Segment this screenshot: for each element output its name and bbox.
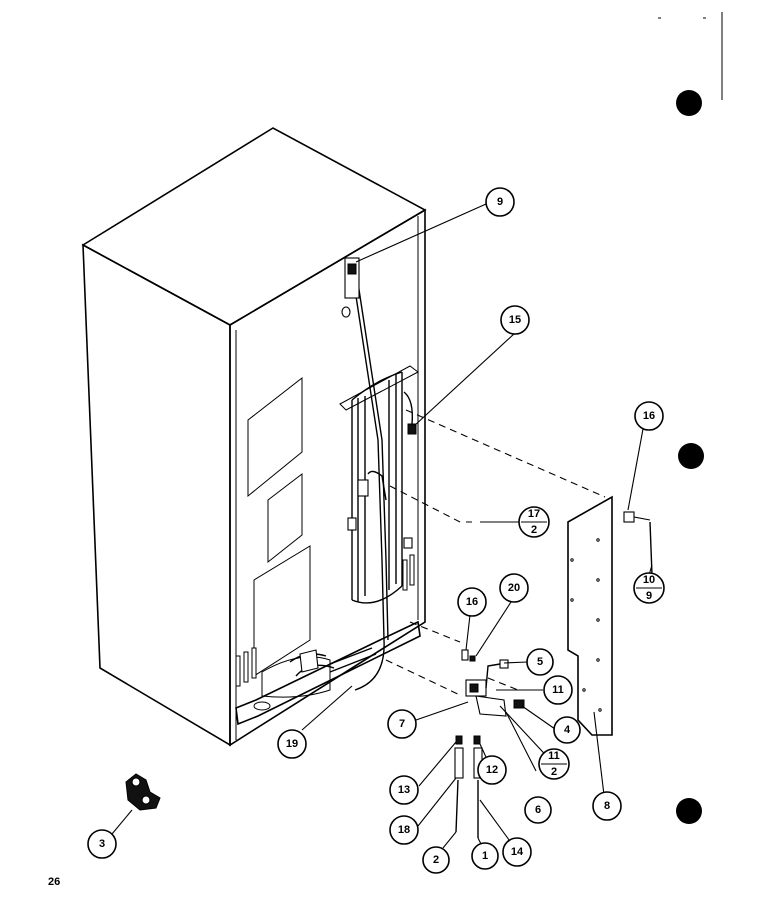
- page-number: 26: [48, 876, 61, 888]
- callout-label: 12: [486, 764, 498, 776]
- callout-14: 14: [502, 837, 532, 867]
- callout-15: 15: [500, 305, 530, 335]
- back-label-panel: [253, 545, 311, 677]
- leader-lines: [111, 203, 653, 853]
- compressor-assembly: [261, 647, 377, 698]
- callout-label: 4: [564, 724, 571, 736]
- callout-20: 20: [499, 573, 529, 603]
- binder-hole-top: [676, 90, 702, 116]
- fraction-top: 11: [548, 750, 560, 762]
- fraction-bottom: 2: [551, 766, 557, 778]
- callout-9: 9: [485, 187, 515, 217]
- callout-label: 11: [552, 684, 564, 696]
- back-label-panel: [247, 376, 303, 498]
- part-16-bracket-lower: [461, 649, 469, 661]
- callout-11-over-2: 11 2: [538, 748, 570, 780]
- callout-16-upper: 16: [634, 401, 664, 431]
- part-16-clip: [623, 511, 635, 523]
- part-4-valve: [513, 699, 525, 709]
- callout-11: 11: [543, 675, 573, 705]
- fraction-bottom: 2: [531, 524, 537, 536]
- callout-label: 8: [604, 800, 610, 812]
- callout-6: 6: [524, 796, 552, 824]
- callout-label: 15: [509, 314, 521, 326]
- assembly-dash-lines: [385, 409, 606, 697]
- callout-1: 1: [471, 842, 499, 870]
- callout-7: 7: [387, 709, 417, 739]
- water-valve-assembly: [461, 649, 525, 717]
- fraction-bottom: 9: [646, 590, 652, 602]
- callout-label: 16: [643, 410, 655, 422]
- drain-pan: [235, 620, 421, 726]
- callout-18: 18: [389, 815, 419, 845]
- fraction-top: 17: [528, 508, 540, 520]
- callout-3: 3: [87, 829, 117, 859]
- callout-12: 12: [477, 755, 507, 785]
- fraction-top: 10: [643, 574, 655, 586]
- callout-label: 20: [508, 582, 520, 594]
- part-20-screw: [469, 655, 476, 662]
- inlet-parts: [454, 735, 483, 838]
- rear-access-cover: [567, 495, 613, 736]
- cabinet-top-face: [81, 127, 427, 326]
- callout-label: 13: [398, 784, 410, 796]
- callout-label: 1: [482, 850, 488, 862]
- callout-5: 5: [526, 648, 554, 676]
- callout-label: 14: [511, 846, 524, 858]
- part-5-fitting: [499, 659, 509, 669]
- cabinet-side-face: [82, 243, 231, 747]
- callout-19: 19: [277, 729, 307, 759]
- callout-4: 4: [553, 716, 581, 744]
- binder-hole-bottom: [676, 798, 702, 824]
- callout-13: 13: [389, 775, 419, 805]
- cabinet-back-face: [229, 208, 426, 747]
- callout-17-over-2: 17 2: [518, 506, 550, 538]
- callout-label: 19: [286, 738, 298, 750]
- callout-8: 8: [592, 791, 622, 821]
- back-label-panel: [267, 472, 303, 564]
- callout-16-lower: 16: [457, 587, 487, 617]
- part-3-water-valve: [125, 773, 161, 811]
- callout-2: 2: [422, 846, 450, 874]
- callout-label: 18: [398, 824, 410, 836]
- callout-label: 2: [433, 854, 439, 866]
- cabinet-louvers: [235, 554, 415, 687]
- condenser-coil: [339, 365, 419, 604]
- callout-label: 9: [497, 196, 503, 208]
- binder-hole-middle: [678, 443, 704, 469]
- callout-label: 7: [399, 718, 405, 730]
- callout-label: 16: [466, 596, 478, 608]
- callout-label: 5: [537, 656, 543, 668]
- callout-10-over-9: 10 9: [633, 572, 665, 604]
- callout-label: 3: [99, 838, 105, 850]
- callout-label: 6: [535, 804, 541, 816]
- refrigerator-cabinet: [81, 127, 427, 747]
